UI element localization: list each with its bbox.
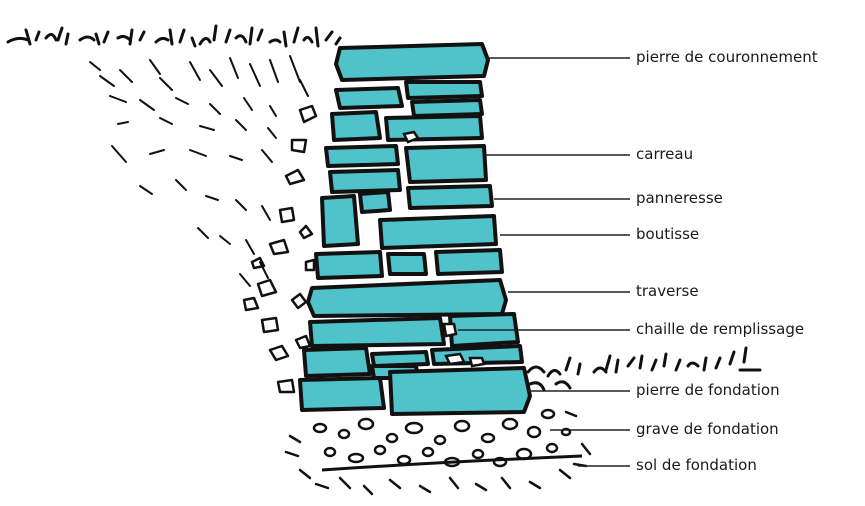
slope-hatching bbox=[90, 56, 308, 286]
foundation-stone-left bbox=[300, 378, 384, 410]
foundation-stone-right bbox=[390, 368, 530, 414]
label-panneresse: panneresse bbox=[636, 189, 723, 207]
wall-stones bbox=[300, 44, 530, 414]
label-foundation-gravel: grave de fondation bbox=[636, 420, 779, 438]
top-grass bbox=[8, 26, 340, 46]
traverse-stone bbox=[308, 280, 506, 316]
label-chaille: chaille de remplissage bbox=[636, 320, 804, 338]
label-boutisse: boutisse bbox=[636, 225, 699, 243]
label-traverse: traverse bbox=[636, 282, 699, 300]
foundation-soil bbox=[286, 412, 590, 494]
coping-stone bbox=[336, 44, 488, 80]
label-carreau: carreau bbox=[636, 145, 693, 163]
label-foundation-soil: sol de fondation bbox=[636, 456, 757, 474]
label-foundation-stone: pierre de fondation bbox=[636, 381, 780, 399]
label-coping-stone: pierre de couronnement bbox=[636, 48, 818, 66]
